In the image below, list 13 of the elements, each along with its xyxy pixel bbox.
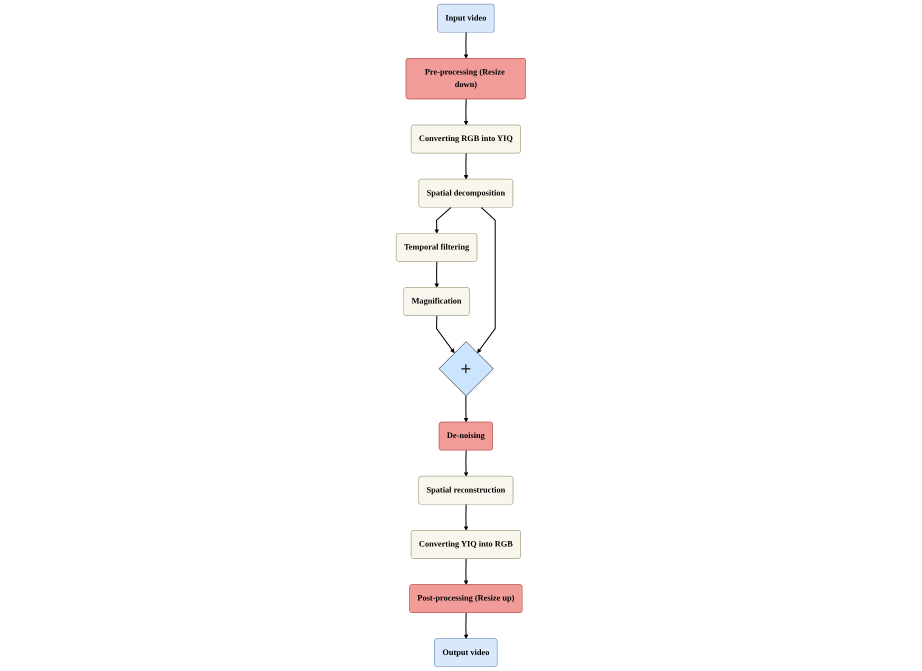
arrow [434, 207, 452, 234]
arrow [464, 504, 468, 531]
node-diamond: + [438, 341, 494, 396]
arrow [436, 316, 455, 354]
arrow [464, 450, 468, 477]
arrow [464, 612, 468, 640]
arrow [464, 153, 468, 180]
arrow [477, 207, 496, 354]
arrow [464, 558, 468, 585]
arrow [464, 99, 468, 126]
arrow [464, 396, 468, 423]
arrow [434, 262, 440, 288]
arrow [464, 32, 468, 59]
